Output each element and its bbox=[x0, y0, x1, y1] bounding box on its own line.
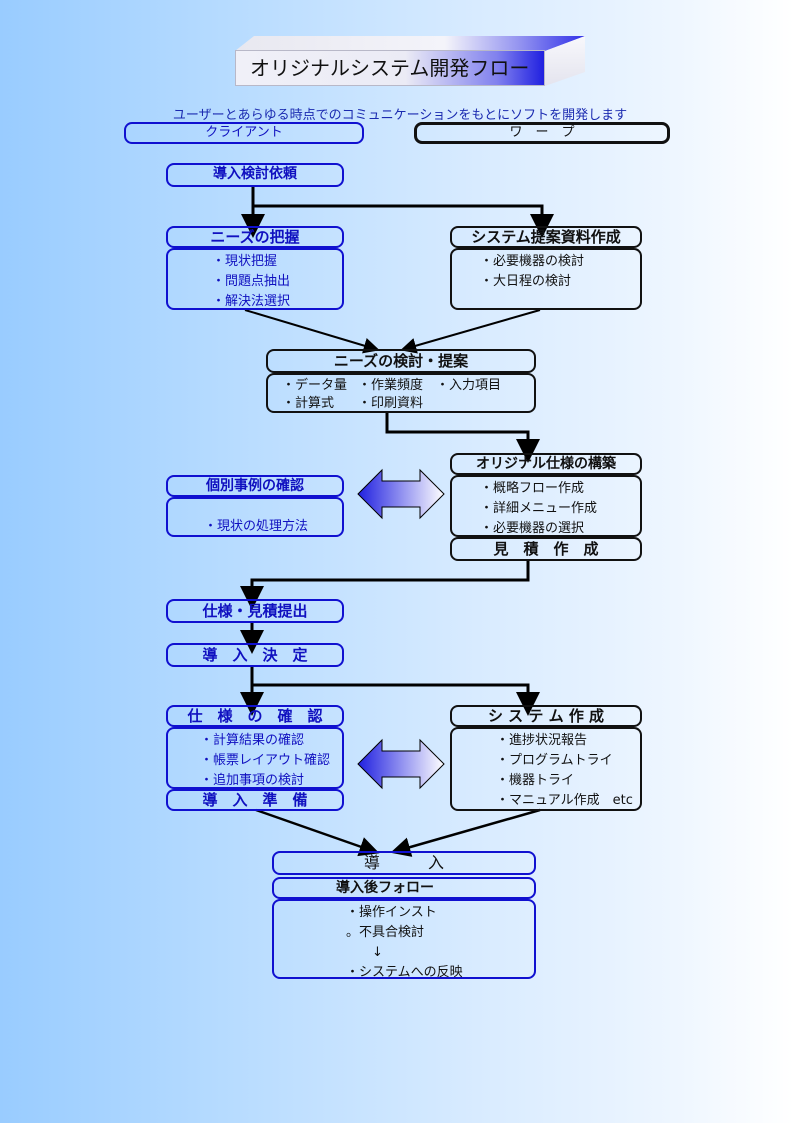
connector bbox=[385, 412, 540, 463]
list-item: ・印刷資料 bbox=[358, 396, 424, 411]
list-item: ・解決法選択 bbox=[212, 294, 291, 309]
needs-review-title: ニーズの検討・提案 bbox=[266, 349, 536, 373]
list-item: ・プログラムトライ bbox=[496, 753, 613, 768]
step-request: 導入検討依頼 bbox=[166, 163, 344, 187]
system-build-body: ・進捗状況報告 ・プログラムトライ ・機器トライ ・マニュアル作成 etc bbox=[450, 727, 642, 811]
list-item: ・作業頻度 bbox=[358, 378, 424, 393]
proposal-docs-body: ・必要機器の検討 ・大日程の検討 bbox=[450, 248, 642, 310]
follow-title: 導入後フォロー bbox=[272, 877, 536, 899]
list-item: ・マニュアル作成 etc bbox=[496, 793, 633, 808]
original-spec-body: ・概略フロー作成 ・詳細メニュー作成 ・必要機器の選択 bbox=[450, 475, 642, 537]
needs-grasp-body: ・現状把握 ・問題点抽出 ・解決法選択 bbox=[166, 248, 344, 310]
case-check-title: 個別事例の確認 bbox=[166, 475, 344, 497]
list-item: ・データ量 bbox=[282, 378, 348, 393]
list-item: ・概略フロー作成 bbox=[480, 481, 585, 496]
connector bbox=[240, 560, 530, 610]
list-item: ・入力項目 bbox=[436, 378, 502, 393]
list-item: ・進捗状況報告 bbox=[496, 733, 588, 748]
list-item: ・システムへの反映 bbox=[346, 965, 463, 980]
lane-warp: ワ ー プ bbox=[414, 122, 670, 144]
system-build-title: シ ス テ ム 作 成 bbox=[450, 705, 642, 727]
step-spec-submit: 仕様・見積提出 bbox=[166, 599, 344, 623]
list-item: ・詳細メニュー作成 bbox=[480, 501, 598, 516]
connector bbox=[390, 808, 541, 857]
list-item: ・計算結果の確認 bbox=[200, 733, 305, 748]
spec-confirm-title: 仕 様 の 確 認 bbox=[166, 705, 344, 727]
needs-grasp-title: ニーズの把握 bbox=[166, 226, 344, 248]
original-spec-title: オリジナル仕様の構築 bbox=[450, 453, 642, 475]
list-item: 。不具合検討 bbox=[346, 925, 425, 940]
title-box-top bbox=[235, 36, 585, 51]
list-item: ・必要機器の検討 bbox=[480, 254, 585, 269]
list-item: ・必要機器の選択 bbox=[480, 521, 585, 536]
down-arrow-icon: ↓ bbox=[372, 945, 383, 960]
estimate-step: 見 積 作 成 bbox=[450, 537, 642, 561]
proposal-docs-title: システム提案資料作成 bbox=[450, 226, 642, 248]
step-install: 導 入 bbox=[272, 851, 536, 875]
list-item: ・現状把握 bbox=[212, 254, 278, 269]
list-item: ・追加事項の検討 bbox=[200, 773, 305, 788]
connector bbox=[252, 683, 540, 716]
double-arrow-icon bbox=[357, 738, 445, 790]
connector bbox=[253, 204, 554, 238]
lane-client: クライアント bbox=[124, 122, 364, 144]
list-item: ・大日程の検討 bbox=[480, 274, 572, 289]
list-item: ・帳票レイアウト確認 bbox=[200, 753, 331, 768]
list-item: ・問題点抽出 bbox=[212, 274, 291, 289]
list-item: ・現状の処理方法 bbox=[204, 519, 309, 534]
page-title: オリジナルシステム開発フロー bbox=[235, 50, 545, 86]
case-check-body: ・現状の処理方法 bbox=[166, 497, 344, 537]
connector bbox=[400, 309, 541, 354]
subtitle: ユーザーとあらゆる時点でのコミュニケーションをもとにソフトを開発します bbox=[172, 108, 628, 123]
install-prep-step: 導 入 準 備 bbox=[166, 789, 344, 811]
step-decision: 導 入 決 定 bbox=[166, 643, 344, 667]
needs-review-body: ・データ量・作業頻度・入力項目 ・計算式 ・印刷資料 bbox=[266, 373, 536, 413]
follow-body: ・操作インスト 。不具合検討 ↓ ・システムへの反映 bbox=[272, 899, 536, 980]
list-item: ・操作インスト bbox=[346, 905, 437, 920]
connector bbox=[255, 808, 380, 857]
list-item: ・機器トライ bbox=[496, 773, 575, 788]
list-item: ・計算式 bbox=[282, 396, 335, 411]
double-arrow-icon bbox=[357, 468, 445, 520]
connector bbox=[244, 309, 380, 354]
spec-confirm-body: ・計算結果の確認 ・帳票レイアウト確認 ・追加事項の検討 bbox=[166, 727, 344, 789]
